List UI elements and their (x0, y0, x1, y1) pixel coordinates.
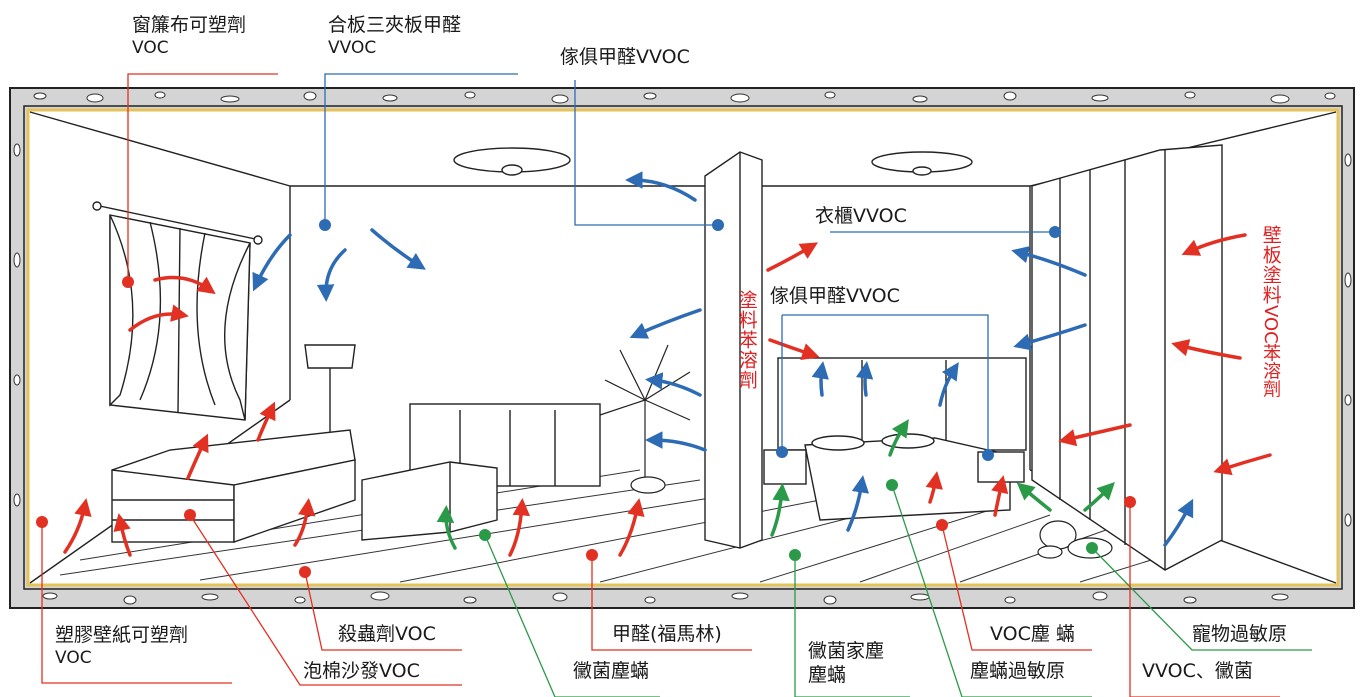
label-wall-panel-2: VOC苯溶劑 (1260, 305, 1282, 398)
label-curtain: 窗簾布可塑劑 VOC (132, 14, 247, 58)
label-plywood-sub: VVOC (328, 37, 377, 58)
source-markers (36, 219, 1136, 578)
label-furniture-top: 傢俱甲醛VVOC (560, 46, 690, 68)
label-voc-dust-mites: VOC塵 蟎 (990, 623, 1075, 645)
label-furniture-mid: 傢俱甲醛VVOC (770, 285, 900, 307)
label-pesticide: 殺蟲劑VOC (338, 623, 436, 645)
label-dust-mite-allergen: 塵蟎過敏原 (970, 660, 1066, 682)
potted-plant (599, 344, 691, 494)
label-foam-sofa: 泡棉沙發VOC (303, 660, 420, 682)
label-paint-solvent: 塗料苯溶劑 (735, 290, 758, 390)
wall-stone-texture (13, 91, 1352, 605)
label-plastic-wallpaper-sub: VOC (55, 647, 92, 668)
label-wardrobe: 衣櫃VVOC (815, 205, 907, 227)
label-plastic-wallpaper: 塑膠壁紙可塑劑 VOC (55, 624, 189, 668)
label-formaldehyde: 甲醛(福馬林) (612, 623, 722, 645)
green-emission-arrows (436, 419, 1115, 550)
floor-lamp (304, 344, 356, 432)
label-curtain-sub: VOC (132, 37, 169, 58)
leader-lines (41, 73, 1312, 697)
label-mold-house-dust-2: 塵蟎 (808, 663, 847, 686)
label-pet-allergen: 寵物過敏原 (1192, 623, 1288, 645)
sofa (111, 429, 356, 543)
label-wall-panel-1: 壁板塗料 (1259, 225, 1282, 305)
label-vvoc-mold: VVOC、黴菌 (1142, 660, 1253, 682)
label-mold-house-dust: 黴菌家塵 塵蟎 (808, 640, 885, 686)
red-emission-arrows (63, 233, 1272, 557)
partition-wall (704, 151, 763, 549)
ceiling-lamps (453, 147, 973, 176)
window-curtains (92, 201, 263, 421)
label-wall-panel: 壁板塗料 VOC苯溶劑 (1258, 225, 1282, 398)
bed (763, 357, 1027, 521)
label-mold-dust-mites: 黴菌塵蟎 (573, 660, 650, 682)
blue-emission-arrows (252, 171, 1194, 547)
label-plywood: 合板三夾板甲醛 VVOC (328, 14, 462, 58)
